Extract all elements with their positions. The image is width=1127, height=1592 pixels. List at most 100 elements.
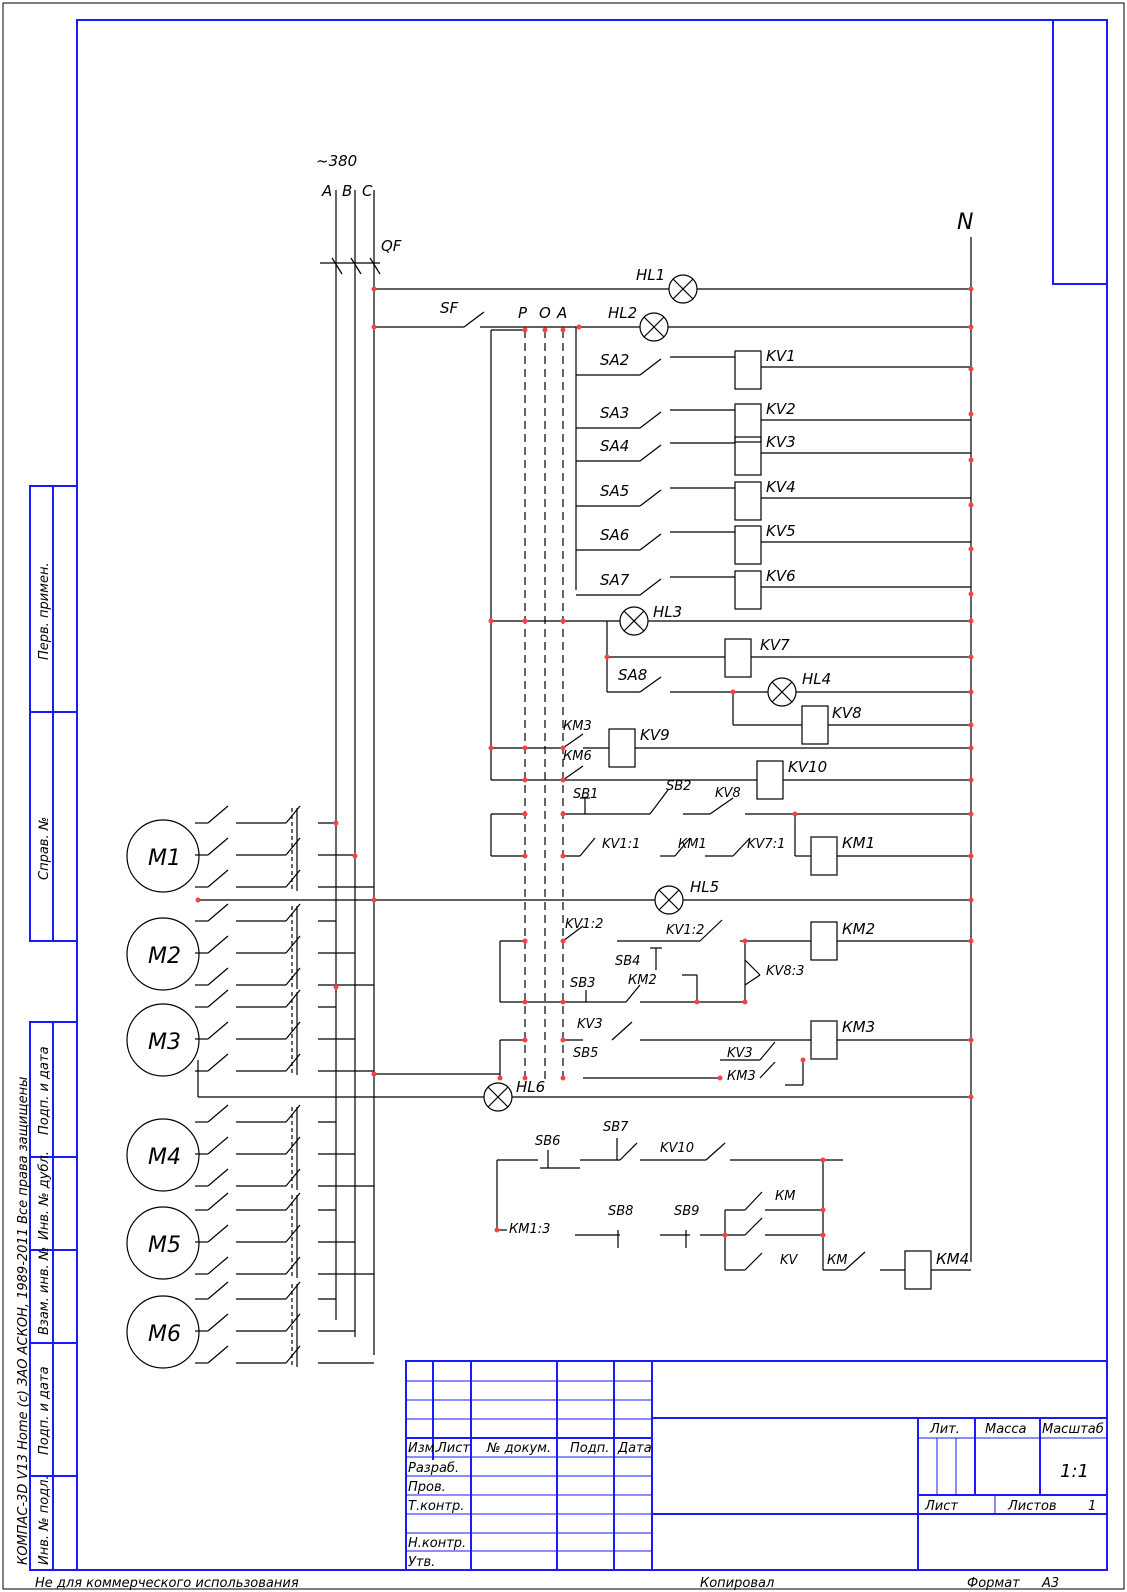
- node-dot: [968, 546, 974, 552]
- tb-prov: Пров.: [408, 1480, 446, 1495]
- motor-m5-symbol: [126, 1206, 200, 1280]
- node-dot: [560, 618, 566, 624]
- footer-noncommercial: Не для коммерческого использования: [35, 1576, 299, 1591]
- contact-km-b-label: КМ: [827, 1253, 847, 1268]
- node-dot: [560, 811, 566, 817]
- node-dot: [968, 745, 974, 751]
- node-dot: [560, 1037, 566, 1043]
- node-dot: [604, 654, 610, 660]
- relay-kv7-coil: [724, 638, 752, 678]
- motor-m6-symbol: [126, 1295, 200, 1369]
- motor-m2: M2: [126, 903, 374, 991]
- node-dot: [968, 689, 974, 695]
- node-dot: [694, 999, 700, 1005]
- button-sb4-label: SB4: [615, 954, 640, 969]
- relay-kv4-coil: [734, 481, 762, 521]
- relay-kv4-label: KV4: [766, 478, 796, 496]
- phase-buses: [320, 190, 381, 1355]
- switch-sa5-label: SA5: [600, 482, 629, 500]
- motor-m2-label: M2: [148, 944, 181, 969]
- contactor-km4-coil: [904, 1250, 932, 1290]
- node-dot: [968, 502, 974, 508]
- row-km1: SB1 SB2 KV8 KV1:1 КМ1 KV7:1 КМ1: [490, 779, 971, 876]
- button-sb5-label: SB5: [573, 1046, 598, 1061]
- relay-kv9-coil: [608, 728, 636, 768]
- title-block: Изм. Лист № докум. Подп. Дата Разраб. Пр…: [405, 1360, 1108, 1571]
- node-dot: [522, 1075, 528, 1081]
- node-dot: [792, 811, 798, 817]
- node-dot: [968, 366, 974, 372]
- selector-r: Р: [518, 304, 528, 322]
- footer-format: Формат: [967, 1576, 1020, 1591]
- node-dot: [371, 1071, 377, 1077]
- inv-podl-label: Инв. № подл.: [37, 1475, 52, 1565]
- tb-podp: Подп.: [570, 1441, 609, 1456]
- switch-sa6-label: SA6: [600, 526, 629, 544]
- node-dot: [742, 938, 748, 944]
- tb-massa: Масса: [985, 1422, 1026, 1437]
- copyright-text: КОМПАС-3D V13 Home (с) ЗАО АСКОН, 1989-2…: [16, 1077, 31, 1565]
- selector-a: А: [556, 304, 567, 322]
- node-dot: [968, 457, 974, 463]
- contactor-km1-label: КМ1: [842, 834, 875, 852]
- motor-m4-symbol: [126, 1118, 200, 1192]
- motor-m1-symbol: [126, 819, 200, 893]
- contact-km6-label: КМ6: [563, 749, 592, 764]
- contactor-km3-coil: [810, 1020, 838, 1060]
- motor-m4: M4: [126, 1104, 374, 1192]
- node-dot: [560, 327, 566, 333]
- row-hl3: HL3 KV7 SA8 HL4 KV8: [491, 603, 971, 745]
- node-dot: [522, 938, 528, 944]
- switch-sf: SF: [440, 299, 459, 317]
- node-dot: [560, 999, 566, 1005]
- drawing-frame: [29, 19, 1108, 1571]
- relay-kv1-coil: [734, 350, 762, 390]
- left-strip-labels: Перв. примен. Справ. № Подп. и дата Инв.…: [16, 562, 52, 1565]
- node-dot: [968, 897, 974, 903]
- node-dot: [968, 811, 974, 817]
- contact-km2-label: КМ2: [628, 973, 657, 988]
- tb-listov: Листов: [1007, 1499, 1057, 1514]
- contactor-km2-label: КМ2: [842, 920, 875, 938]
- node-dot: [968, 654, 974, 660]
- switch-sa3-label: SA3: [600, 404, 629, 422]
- row-hl2: SF HL2: [374, 299, 971, 342]
- node-dot: [820, 1232, 826, 1238]
- node-dot: [968, 853, 974, 859]
- selector-o: О: [539, 304, 551, 322]
- sprav-label: Справ. №: [37, 817, 52, 880]
- node-dot: [800, 1057, 806, 1063]
- node-dot: [371, 324, 377, 330]
- node-dot: [560, 1075, 566, 1081]
- node-dot: [522, 999, 528, 1005]
- contact-km3-label: КМ3: [563, 719, 592, 734]
- selector-switch: Р О А: [490, 304, 567, 1080]
- relay-kv3-label: KV3: [766, 433, 796, 451]
- contactor-km2-coil: [810, 921, 838, 961]
- relay-kv6-coil: [734, 570, 762, 610]
- relay-kv2-label: KV2: [766, 400, 796, 418]
- node-dot: [722, 1232, 728, 1238]
- node-dot: [968, 618, 974, 624]
- contactor-km1-coil: [810, 836, 838, 876]
- neutral-n: N: [957, 210, 973, 235]
- tb-izm: Изм.: [408, 1441, 439, 1456]
- tb-scale: 1:1: [1060, 1461, 1089, 1482]
- contact-km13-label: КМ1:3: [509, 1222, 550, 1237]
- node-dot: [488, 745, 494, 751]
- phase-c: C: [362, 182, 373, 200]
- button-sb3-label: SB3: [570, 976, 595, 991]
- button-sb8-label: SB8: [608, 1204, 633, 1219]
- tb-masshtab: Масштаб: [1042, 1422, 1104, 1437]
- tb-data: Дата: [617, 1441, 652, 1456]
- node-dot: [968, 722, 974, 728]
- relay-kv2-coil: [734, 403, 762, 443]
- tb-list: Лист: [436, 1441, 470, 1456]
- node-dot: [333, 984, 339, 990]
- motor-m3: M3: [126, 989, 374, 1077]
- contactor-km4-label: КМ4: [936, 1250, 969, 1268]
- switch-sa2-label: SA2: [600, 351, 629, 369]
- tb-lit: Лит.: [929, 1422, 960, 1437]
- motor-m2-symbol: [126, 917, 200, 991]
